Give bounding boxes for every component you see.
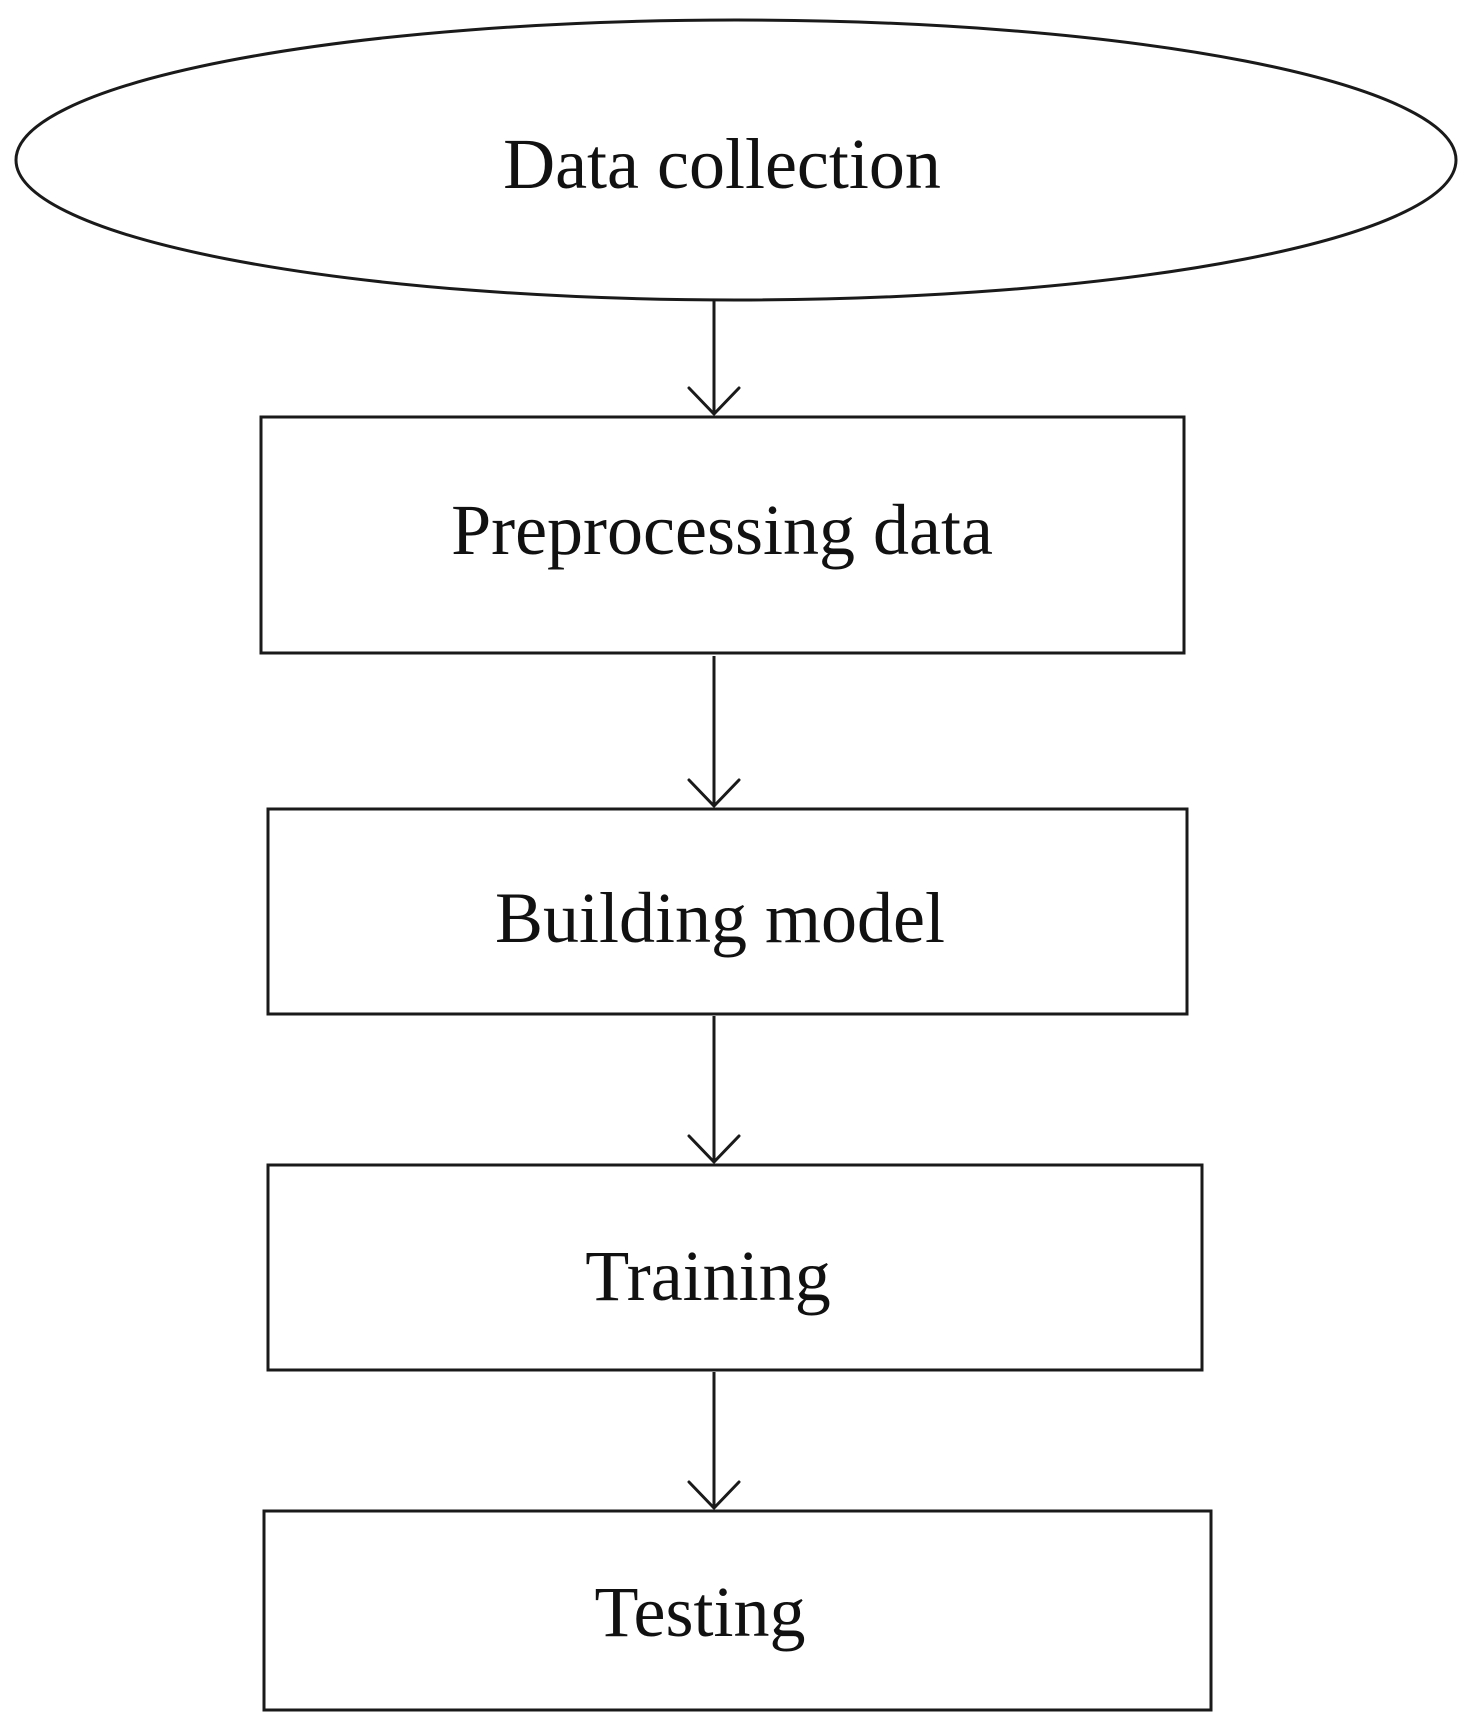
node-training-shape — [266, 1163, 1204, 1372]
node-data-collection-label: Data collection — [503, 124, 941, 204]
node-preprocessing-data: Preprocessing data — [259, 415, 1186, 655]
node-data-collection-shape — [14, 18, 1458, 302]
edge-data-collection-to-preprocessing-data — [687, 300, 741, 416]
flowchart-edges — [687, 300, 741, 1510]
edge-training-to-testing — [687, 1372, 741, 1510]
node-training-label: Training — [585, 1236, 830, 1316]
node-preprocessing-data-shape — [259, 415, 1186, 655]
node-training: Training — [266, 1163, 1204, 1372]
node-building-model-shape — [266, 807, 1189, 1016]
flowchart-nodes: Data collection Preprocessing data Build… — [14, 18, 1458, 1712]
node-building-model-label: Building model — [495, 878, 945, 958]
node-data-collection: Data collection — [14, 18, 1458, 302]
edge-building-model-to-training — [687, 1016, 741, 1164]
node-preprocessing-data-label: Preprocessing data — [451, 490, 993, 570]
edge-preprocessing-data-to-building-model — [687, 656, 741, 808]
node-building-model: Building model — [266, 807, 1189, 1016]
node-testing-shape — [262, 1509, 1213, 1712]
node-testing-label: Testing — [595, 1572, 806, 1652]
node-testing: Testing — [262, 1509, 1213, 1712]
